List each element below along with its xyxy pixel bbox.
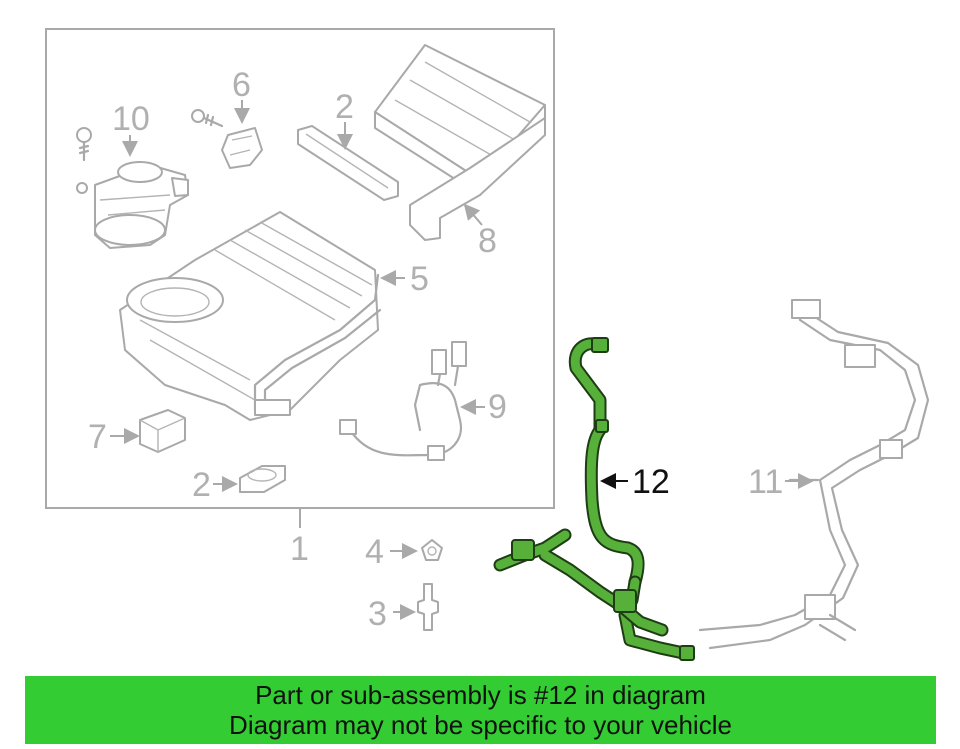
screw-10-part (76, 127, 92, 162)
banner-line-1: Part or sub-assembly is #12 in diagram (255, 680, 706, 710)
callout-8-leader (463, 203, 483, 226)
callout-3: 3 (368, 595, 387, 633)
heater-hose-part (493, 337, 695, 661)
blower-motor-part (76, 161, 189, 249)
evaporator-core-part (374, 44, 546, 241)
banner-line-2: Diagram may not be specific to your vehi… (229, 710, 732, 740)
callout-2-top: 2 (335, 88, 354, 126)
callout-8: 8 (478, 222, 497, 260)
grommet-part (239, 465, 286, 493)
hvac-housing-part (119, 211, 382, 421)
callout-2-bottom: 2 (192, 466, 211, 504)
callout-5: 5 (410, 260, 429, 298)
module-7-part (139, 409, 186, 453)
stud-3-part (417, 583, 439, 631)
callout-11: 11 (748, 463, 783, 501)
callout-12: 12 (632, 463, 670, 501)
gasket-top-part (297, 125, 399, 201)
notice-banner: Part or sub-assembly is #12 in diagram D… (25, 676, 936, 744)
callout-9: 9 (488, 388, 507, 426)
wiring-harness-part (339, 341, 467, 461)
callout-4: 4 (365, 533, 384, 571)
ac-line-part (698, 298, 930, 650)
callout-6: 6 (232, 66, 251, 104)
actuator-part (191, 109, 263, 169)
callout-7: 7 (88, 418, 107, 456)
clip-4-part (421, 539, 443, 561)
callout-10: 10 (112, 100, 150, 138)
callout-1: 1 (290, 530, 309, 568)
